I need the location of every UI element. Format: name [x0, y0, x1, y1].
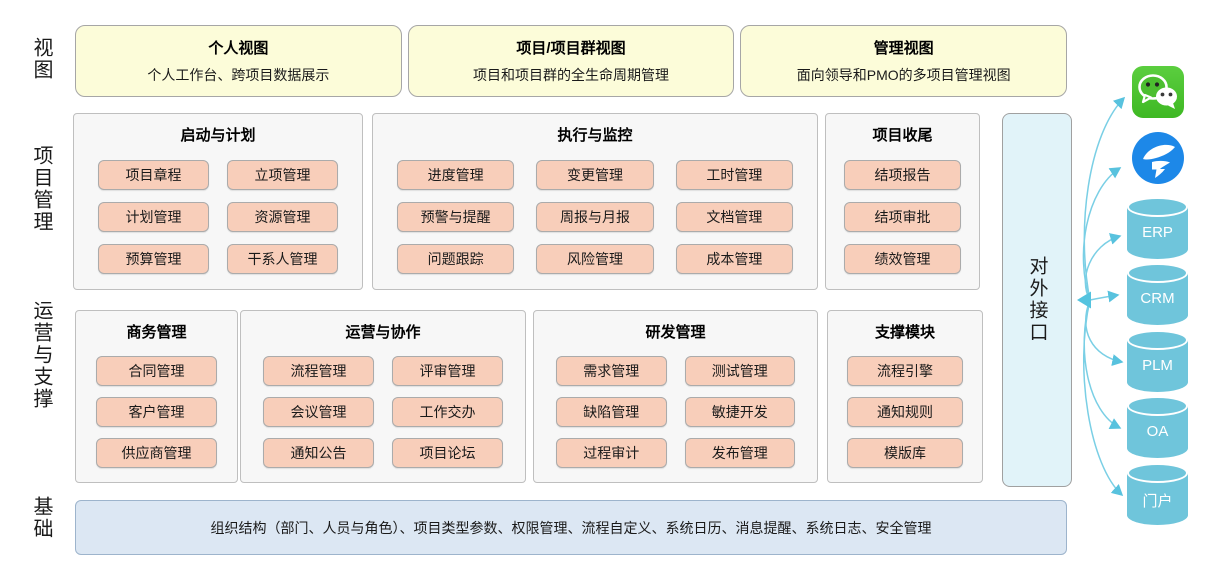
- system-label: CRM: [1140, 290, 1175, 307]
- band-label-pm: 项目管理: [30, 145, 52, 233]
- view-card-title: 项目/项目群视图: [516, 40, 626, 57]
- module-button: 会议管理: [263, 397, 374, 427]
- view-card-personal: 个人视图 个人工作台、跨项目数据展示: [75, 25, 402, 97]
- integration-arrows: [1077, 96, 1126, 497]
- group-execution-monitoring: 执行与监控 进度管理 变更管理 工时管理 预警与提醒 周报与月报 文档管理 问题…: [372, 113, 818, 290]
- cylinder-top: [1127, 396, 1188, 416]
- view-card-title: 个人视图: [208, 40, 269, 57]
- module-button: 测试管理: [684, 356, 795, 386]
- module-button: 通知规则: [847, 397, 963, 427]
- cylinder-top: [1127, 263, 1188, 283]
- group-project-closing: 项目收尾 结项报告 结项审批 绩效管理: [825, 113, 980, 290]
- view-card-subtitle: 个人工作台、跨项目数据展示: [147, 67, 330, 83]
- dingtalk-icon: [1132, 132, 1184, 184]
- group-operations-collaboration: 运营与协作 流程管理 评审管理 会议管理 工作交办 通知公告 项目论坛: [240, 310, 526, 483]
- module-grid: 项目章程 立项管理 计划管理 资源管理 预算管理 干系人管理: [74, 145, 362, 274]
- foundation-text: 组织结构（部门、人员与角色）、项目类型参数、权限管理、流程自定义、系统日历、消息…: [210, 519, 932, 536]
- module-button: 客户管理: [96, 397, 217, 427]
- group-title: 研发管理: [645, 324, 706, 341]
- wechat-icon: [1132, 66, 1184, 118]
- module-button: 风险管理: [536, 244, 654, 274]
- module-grid: 需求管理 测试管理 缺陷管理 敏捷开发 过程审计 发布管理: [534, 342, 817, 468]
- group-support-modules: 支撑模块 流程引擎 通知规则 模版库: [827, 310, 983, 483]
- module-button: 流程管理: [263, 356, 374, 386]
- band-label-ops: 运营与支撑: [30, 300, 52, 410]
- group-rd-management: 研发管理 需求管理 测试管理 缺陷管理 敏捷开发 过程审计 发布管理: [533, 310, 818, 483]
- module-button: 供应商管理: [96, 438, 217, 468]
- module-button: 干系人管理: [227, 244, 338, 274]
- module-button: 项目论坛: [392, 438, 503, 468]
- group-title: 执行与监控: [557, 127, 633, 144]
- group-title: 项目收尾: [872, 127, 933, 144]
- group-title: 商务管理: [126, 324, 187, 341]
- module-button: 问题跟踪: [397, 244, 515, 274]
- module-button: 项目章程: [98, 160, 209, 190]
- band-label-foundation: 基础: [30, 496, 52, 540]
- erp-database-icon: ERP: [1127, 197, 1188, 259]
- module-button: 预警与提醒: [397, 202, 515, 232]
- view-card-subtitle: 面向领导和PMO的多项目管理视图: [796, 67, 1011, 83]
- system-label: OA: [1146, 423, 1169, 440]
- view-card-management: 管理视图 面向领导和PMO的多项目管理视图: [740, 25, 1068, 97]
- module-button: 评审管理: [392, 356, 503, 386]
- group-title: 支撑模块: [874, 324, 935, 341]
- module-button: 资源管理: [227, 202, 338, 232]
- module-grid: 合同管理 客户管理 供应商管理: [76, 342, 237, 468]
- module-button: 敏捷开发: [684, 397, 795, 427]
- view-card-project: 项目/项目群视图 项目和项目群的全生命周期管理: [407, 25, 735, 97]
- module-grid: 流程引擎 通知规则 模版库: [828, 342, 982, 468]
- module-button: 绩效管理: [844, 244, 961, 274]
- group-title: 运营与协作: [345, 324, 421, 341]
- portal-database-icon: 门户: [1127, 463, 1188, 525]
- views-row: 个人视图 个人工作台、跨项目数据展示 项目/项目群视图 项目和项目群的全生命周期…: [75, 25, 1068, 97]
- cylinder-top: [1127, 197, 1188, 217]
- group-title: 启动与计划: [180, 127, 256, 144]
- module-button: 过程审计: [556, 438, 667, 468]
- module-button: 预算管理: [98, 244, 209, 274]
- module-button: 模版库: [847, 438, 963, 468]
- module-button: 进度管理: [397, 160, 515, 190]
- module-button: 周报与月报: [536, 202, 654, 232]
- cylinder-top: [1127, 463, 1188, 483]
- module-button: 通知公告: [263, 438, 374, 468]
- module-button: 成本管理: [675, 244, 793, 274]
- module-button: 流程引擎: [847, 356, 963, 386]
- system-label: 门户: [1142, 493, 1173, 510]
- module-grid: 流程管理 评审管理 会议管理 工作交办 通知公告 项目论坛: [241, 342, 525, 468]
- module-button: 发布管理: [684, 438, 795, 468]
- module-button: 结项报告: [844, 160, 961, 190]
- module-button: 文档管理: [675, 202, 793, 232]
- module-button: 工作交办: [392, 397, 503, 427]
- oa-database-icon: OA: [1127, 396, 1188, 458]
- foundation-bar: 组织结构（部门、人员与角色）、项目类型参数、权限管理、流程自定义、系统日历、消息…: [75, 500, 1067, 555]
- cylinder-top: [1127, 330, 1188, 350]
- view-card-subtitle: 项目和项目群的全生命周期管理: [473, 67, 669, 83]
- module-button: 工时管理: [675, 160, 793, 190]
- view-card-title: 管理视图: [873, 40, 934, 57]
- band-label-views: 视图: [30, 37, 52, 81]
- group-business-management: 商务管理 合同管理 客户管理 供应商管理: [75, 310, 238, 483]
- module-grid: 结项报告 结项审批 绩效管理: [826, 145, 979, 274]
- interface-outlet-arrowhead: [1077, 291, 1091, 309]
- module-button: 变更管理: [536, 160, 654, 190]
- module-button: 立项管理: [227, 160, 338, 190]
- module-button: 结项审批: [844, 202, 961, 232]
- module-button: 合同管理: [96, 356, 217, 386]
- module-button: 需求管理: [556, 356, 667, 386]
- system-label: ERP: [1142, 224, 1173, 241]
- plm-database-icon: PLM: [1127, 330, 1188, 392]
- module-button: 计划管理: [98, 202, 209, 232]
- module-grid: 进度管理 变更管理 工时管理 预警与提醒 周报与月报 文档管理 问题跟踪 风险管…: [373, 145, 817, 274]
- system-label: PLM: [1142, 357, 1173, 374]
- crm-database-icon: CRM: [1127, 263, 1188, 325]
- external-interface-bar: 对外接口: [1002, 113, 1072, 487]
- module-button: 缺陷管理: [556, 397, 667, 427]
- external-interface-label: 对外接口: [1026, 256, 1048, 344]
- group-initiation-planning: 启动与计划 项目章程 立项管理 计划管理 资源管理 预算管理 干系人管理: [73, 113, 363, 290]
